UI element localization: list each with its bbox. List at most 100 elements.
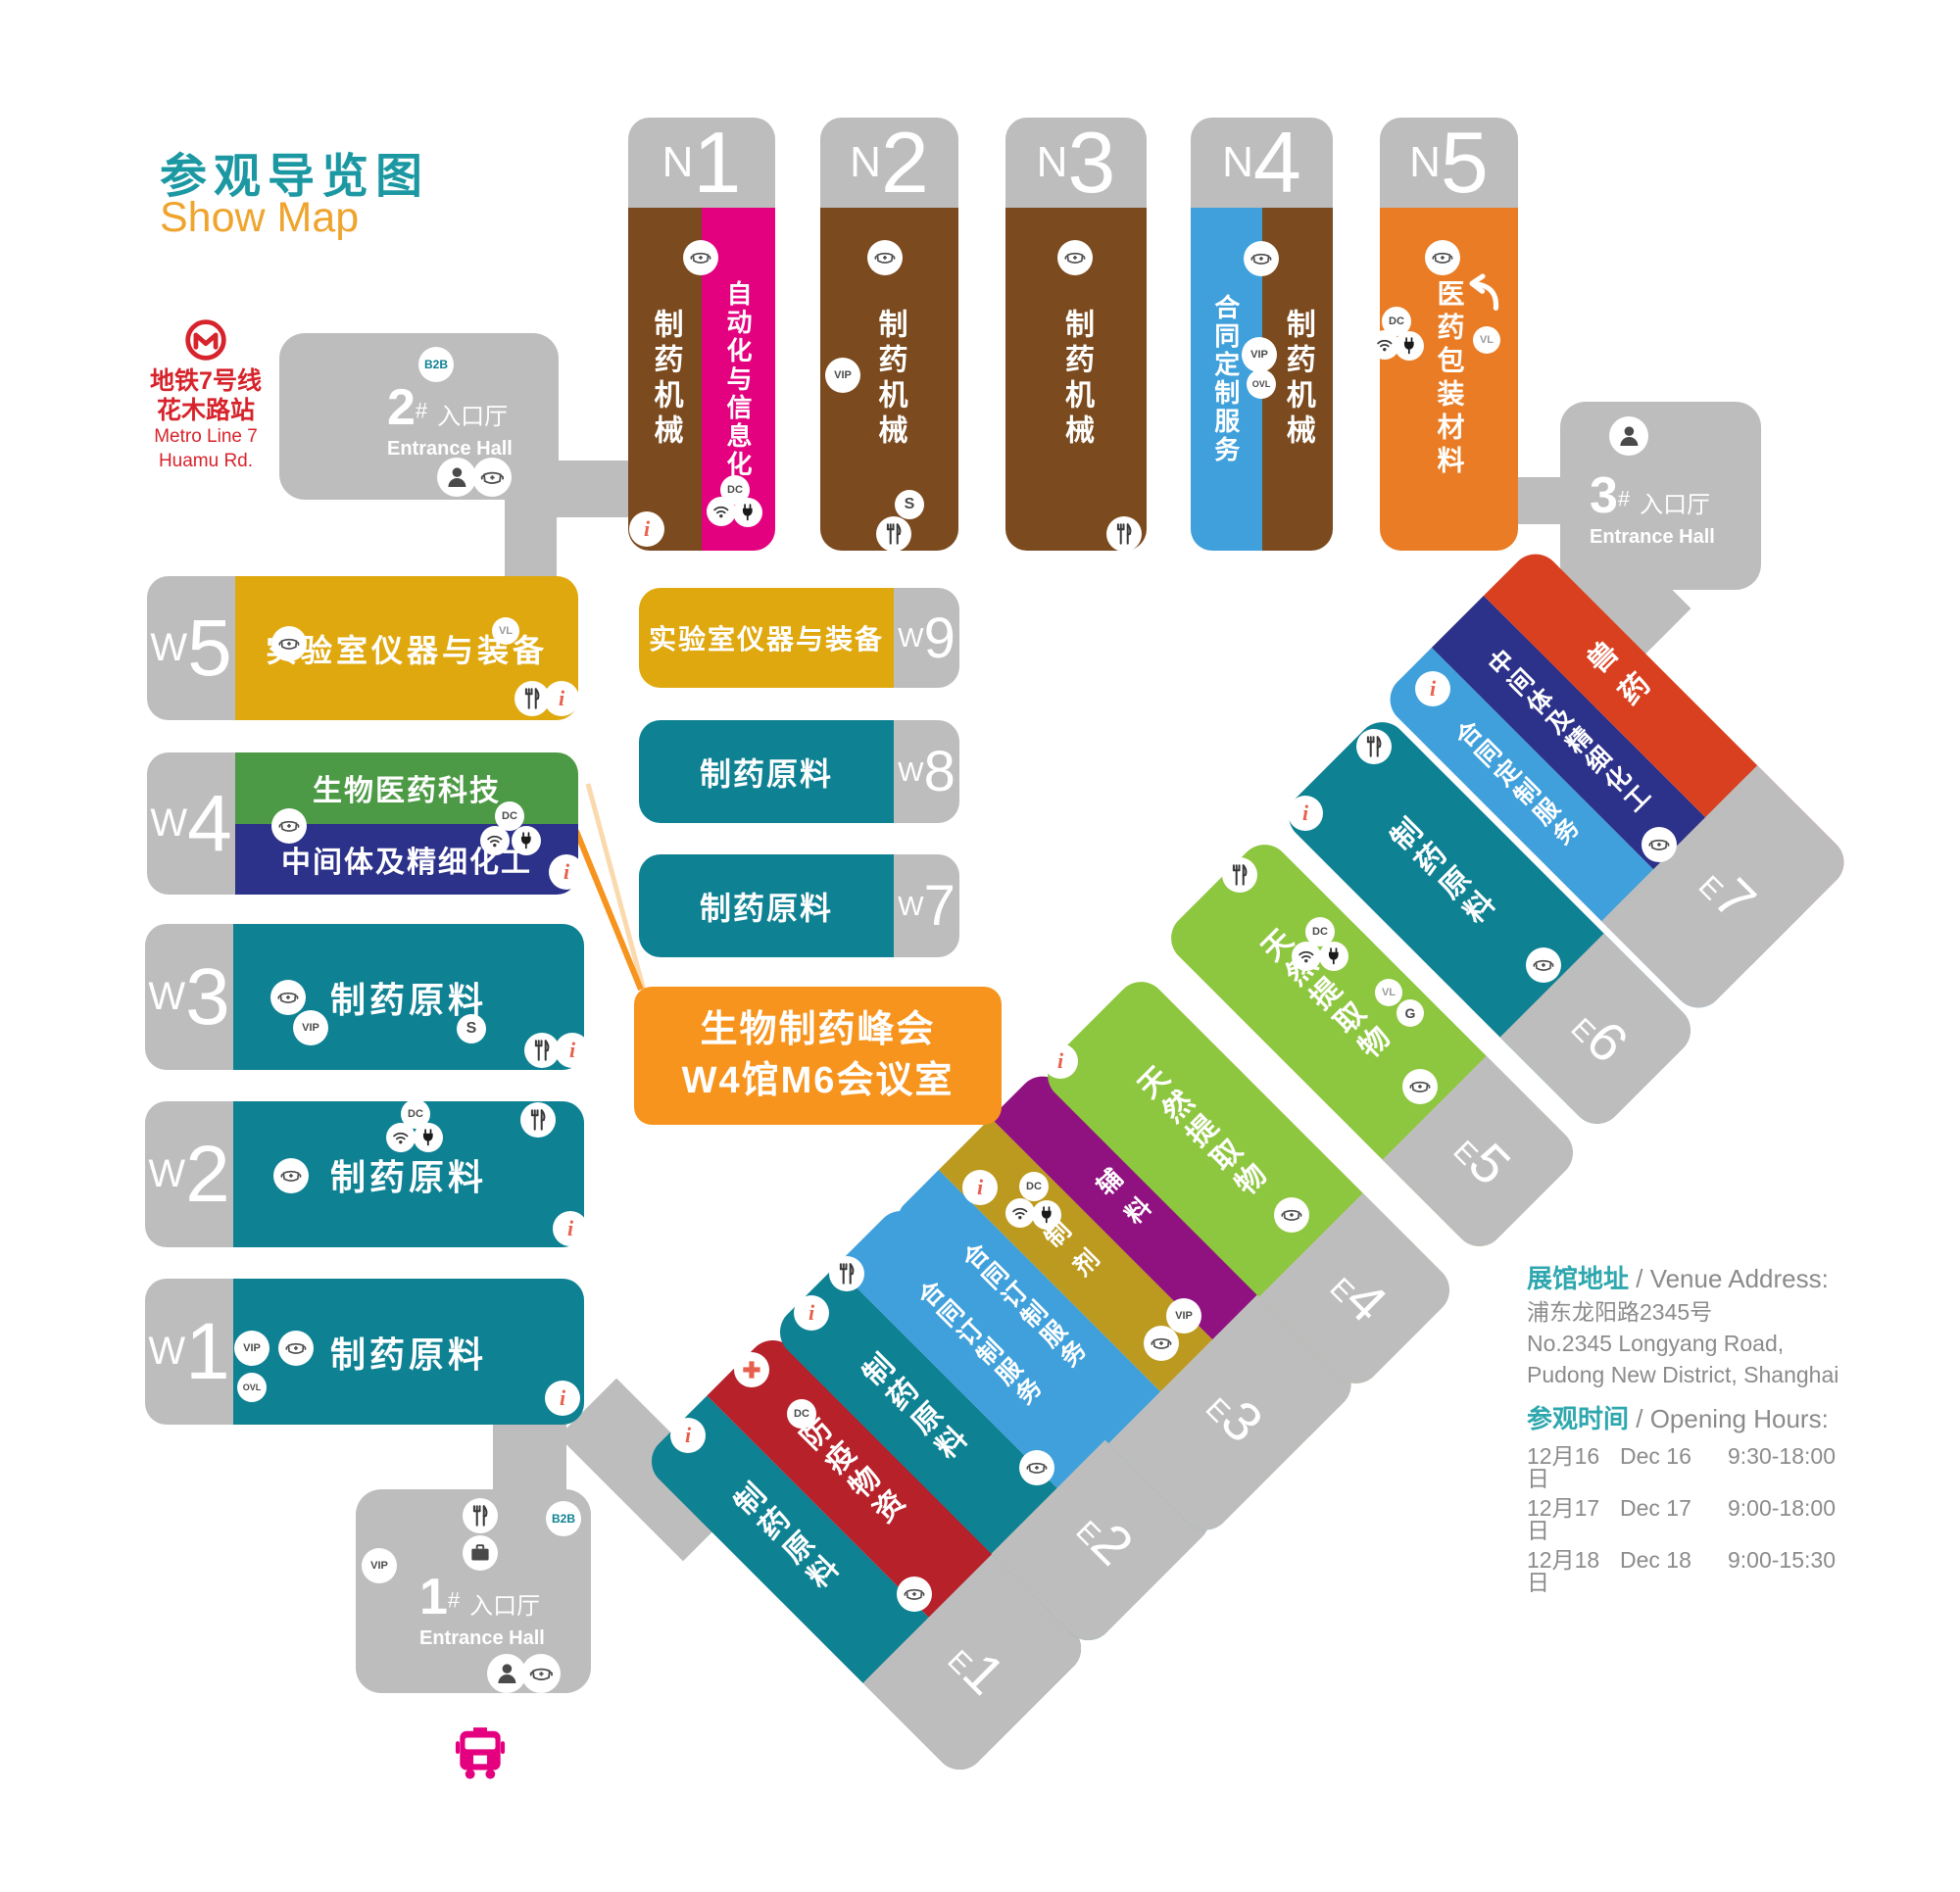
vl-badge: VL [1473, 326, 1500, 354]
mask-icon [1526, 947, 1561, 983]
vip-badge: VIP [825, 358, 860, 393]
venue-info: 展馆地址 / Venue Address: 浦东龙阳路2345号 No.2345… [1527, 1266, 1938, 1601]
s-badge: S [457, 1014, 486, 1043]
entrance-1-label: 1# 入口厅 Entrance Hall [419, 1569, 545, 1650]
plug-icon [1032, 1200, 1061, 1230]
fork-icon [520, 1102, 556, 1138]
mask-icon [1019, 1450, 1054, 1485]
b2b-badge: B2B [418, 347, 454, 382]
entrance-3-en: Entrance Hall [1590, 526, 1715, 549]
entrance-2-en: Entrance Hall [387, 438, 513, 461]
plug-icon [733, 498, 762, 527]
metro-info: 地铁7号线 花木路站 Metro Line 7 Huamu Rd. [108, 318, 304, 473]
mask-icon [521, 1654, 561, 1693]
mask-icon [1057, 240, 1093, 275]
entrance-2-label: 2#入口厅 Entrance Hall [387, 379, 513, 461]
plug-icon [414, 1123, 443, 1152]
venue-address-cn: 浦东龙阳路2345号 [1527, 1299, 1713, 1325]
page-title-en: Show Map [160, 194, 360, 241]
entrance-2-number: 2 [387, 379, 416, 436]
fork-icon [829, 1256, 864, 1291]
arrow-icon [1459, 271, 1504, 316]
cross-icon [734, 1352, 769, 1387]
briefcase-icon [463, 1535, 498, 1571]
fork-icon [463, 1498, 498, 1533]
mask-icon [273, 1158, 309, 1193]
info-badge: i [553, 1211, 588, 1246]
venue-address-en1: No.2345 Longyang Road, [1527, 1331, 1785, 1356]
metro-line-en: Metro Line 7 [154, 426, 258, 447]
mask-icon [278, 1331, 314, 1366]
entrance-1-number: 1 [419, 1569, 448, 1625]
wifi-icon [1292, 942, 1321, 971]
entrance-1-hash: # [447, 1587, 461, 1613]
entrance-3-hash: # [1617, 486, 1631, 511]
corridor-w1-entrance1 [493, 1419, 566, 1497]
vip-badge: VIP [293, 1010, 328, 1045]
callout-line1: 生物制药峰会 [700, 1009, 936, 1051]
dc-badge: DC [1019, 1172, 1049, 1201]
entrance-hall-3 [1560, 402, 1761, 590]
vl-badge: VL [492, 617, 519, 645]
plug-icon [1395, 331, 1424, 361]
fork-icon [514, 681, 550, 716]
plug-icon [1319, 942, 1348, 971]
info-badge: i [549, 854, 584, 890]
biopharma-summit-callout: 生物制药峰会 W4馆M6会议室 [634, 987, 1002, 1125]
info-badge: i [544, 681, 579, 716]
mask-icon [1402, 1069, 1438, 1104]
ovl-badge: OVL [1247, 369, 1276, 399]
shanghai-metro-logo-icon [108, 318, 304, 366]
fork-icon [1106, 516, 1142, 552]
wifi-icon [386, 1123, 416, 1152]
venue-hours-title: 参观时间 / Opening Hours: [1527, 1404, 1829, 1433]
wifi-icon [707, 497, 736, 526]
entrance-1-en: Entrance Hall [419, 1627, 545, 1650]
entrance-3-label: 3#入口厅 Entrance Hall [1590, 467, 1715, 549]
vip-badge: VIP [362, 1548, 397, 1583]
corridor-n5-entrance3 [1509, 477, 1564, 524]
person-icon [487, 1654, 526, 1693]
fork-icon [1222, 857, 1257, 893]
entrance-1-cn: 入口厅 [469, 1593, 541, 1620]
venue-address-title: 展馆地址 / Venue Address: [1527, 1264, 1829, 1293]
vip-badge: VIP [234, 1331, 270, 1366]
info-badge: i [1043, 1043, 1078, 1079]
info-badge: i [545, 1381, 580, 1416]
mask-icon [472, 458, 512, 497]
info-badge: i [1288, 796, 1323, 831]
hall-W9-body: 实验室仪器与装备 [639, 588, 894, 688]
hall-W7-body: 制药原料 [639, 854, 894, 957]
corridor-entrance2-w5 [505, 490, 557, 583]
info-badge: i [794, 1295, 829, 1331]
mask-icon [271, 626, 307, 661]
entrance-3-number: 3 [1590, 467, 1618, 524]
vl-badge: VL [1375, 979, 1402, 1006]
mask-icon [683, 240, 718, 275]
fork-icon [524, 1033, 560, 1068]
callout-line2: W4馆M6会议室 [681, 1059, 955, 1101]
vip-badge: VIP [1166, 1298, 1201, 1334]
corridor-entrance2-n1 [549, 461, 637, 517]
info-badge: i [670, 1418, 706, 1453]
